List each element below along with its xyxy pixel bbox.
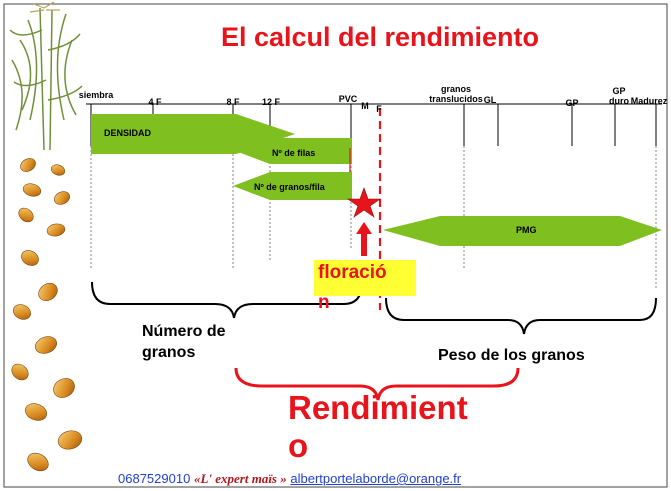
filas-label: Nº de filas [272, 148, 316, 158]
densidad-label: DENSIDAD [104, 128, 152, 138]
stage-8f: 8 F [226, 97, 240, 107]
corn-kernels-illustration [11, 158, 83, 472]
numero-granos-brace [91, 281, 363, 319]
footer: 0687529010 «L' expert maïs » albertporte… [118, 471, 461, 487]
stage-gp: GP [565, 98, 579, 108]
peso-granos-label: Peso de los granos [438, 347, 585, 364]
rendimiento-label-line1: Rendimient [288, 389, 468, 426]
footer-email-link[interactable]: albertportelaborde@orange.fr [290, 471, 462, 486]
slide-border [3, 3, 668, 488]
stage-granos-translucidos: granos translucidos [429, 84, 483, 104]
stage-4f: 4 F [148, 97, 162, 107]
slide-title: El calcul del rendimiento [220, 22, 540, 52]
star-icon [347, 187, 381, 218]
corn-tassel-icon [29, 1, 60, 13]
densidad-arrow [91, 114, 295, 154]
stage-gl: GL [483, 95, 497, 105]
granos-fila-label: Nº de granos/fila [254, 182, 325, 192]
up-arrow-icon [356, 222, 372, 256]
footer-phone: 0687529010 [118, 471, 191, 486]
stage-madurez: Madurez [630, 96, 668, 106]
numero-granos-label-line1: Número de [142, 323, 226, 340]
stage-m: M [361, 101, 369, 111]
stage-pvc: PVC [338, 94, 358, 104]
stage-siembra: siembra [78, 90, 114, 100]
peso-granos-brace [385, 297, 657, 335]
stage-gp-duro: GP duro [609, 86, 629, 106]
stage-f: F [376, 104, 382, 114]
corn-plant-illustration [9, 7, 83, 151]
rendimiento-label-line2: o [288, 427, 309, 464]
granos-fila-arrow [233, 172, 352, 200]
numero-granos-label-line2: granos [142, 344, 196, 361]
footer-brand: «L' expert maïs » [193, 471, 287, 486]
stage-12f: 12 F [261, 97, 280, 107]
rendimiento-brace [234, 367, 520, 401]
pmg-label: PMG [516, 225, 537, 235]
filas-arrow [233, 138, 352, 164]
floracion-label: floració [314, 260, 416, 296]
floracion-label-wrap: n [318, 292, 330, 313]
pmg-arrow [383, 216, 662, 246]
